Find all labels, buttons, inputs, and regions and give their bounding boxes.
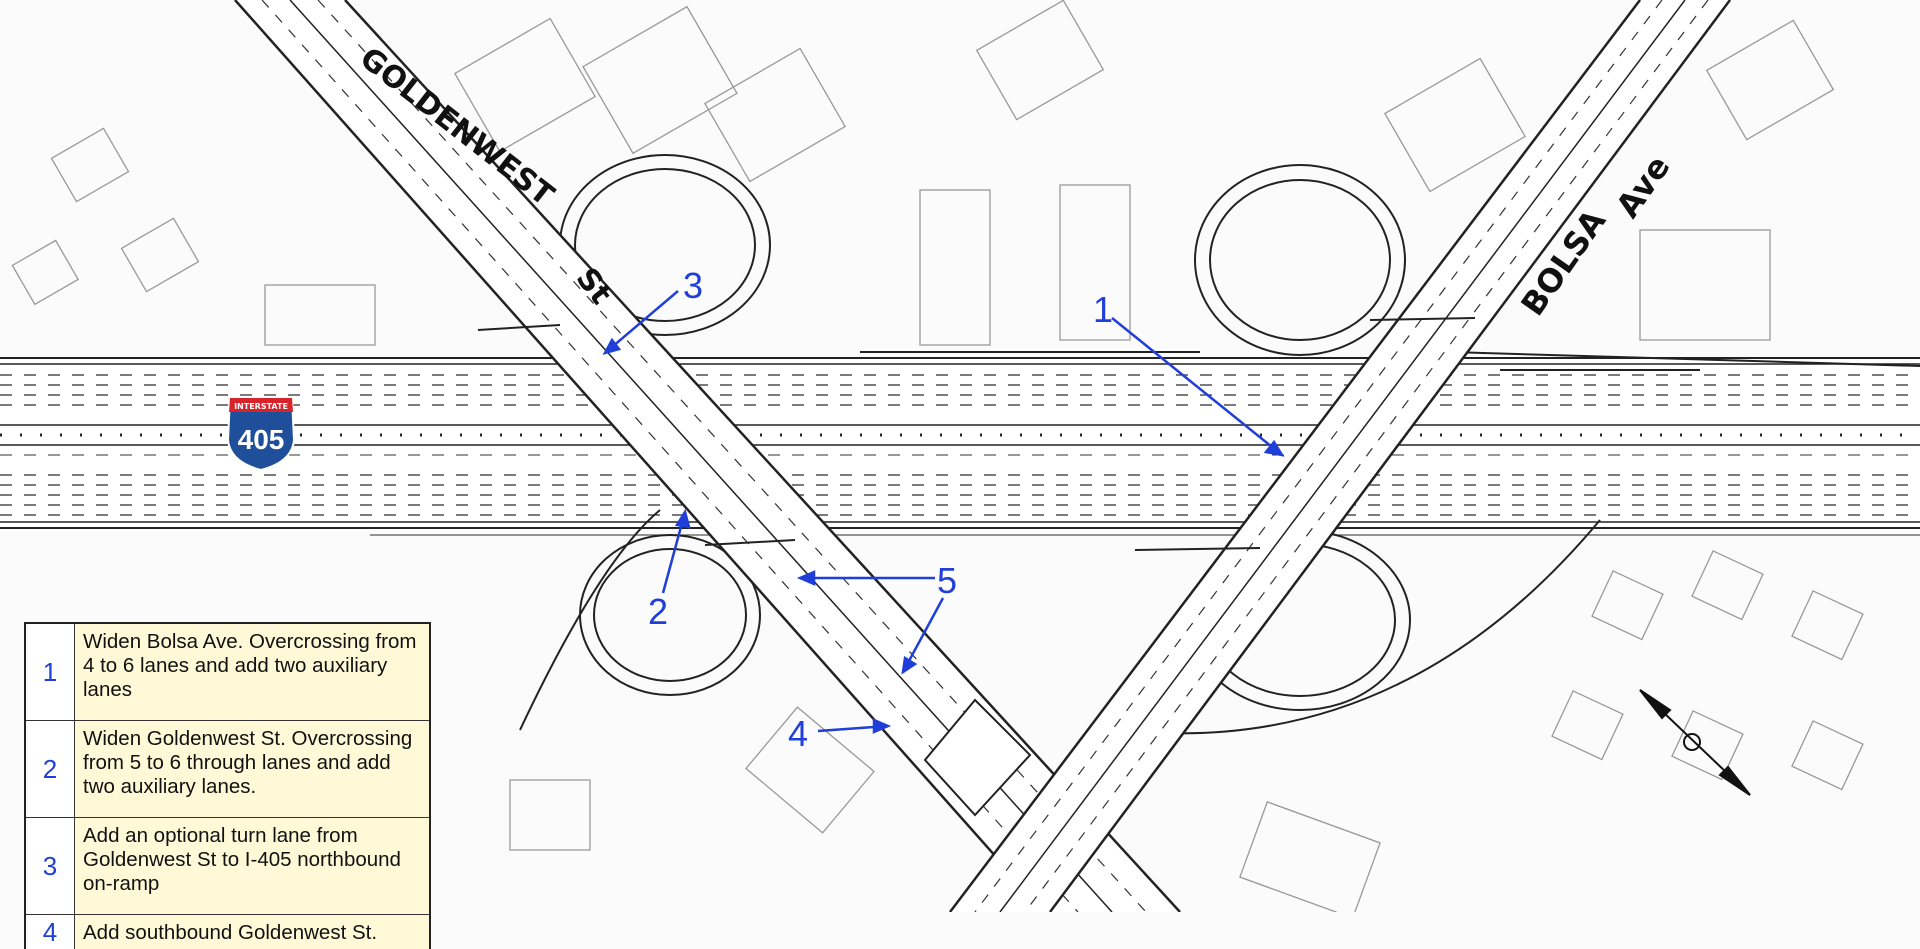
intersection xyxy=(923,698,1032,817)
legend-row: 2 Widen Goldenwest St. Overcrossing from… xyxy=(26,721,429,818)
loop-ramps xyxy=(519,154,1700,735)
legend-text: Add southbound Goldenwest St. xyxy=(83,921,378,944)
legend-number: 4 xyxy=(26,915,75,949)
interchange-map: GOLDENWEST St BOLSA Ave INTERSTATE 405 1… xyxy=(0,0,1920,912)
road-bolsa-ave xyxy=(949,0,1732,912)
legend-text: Widen Bolsa Ave. Overcrossing from 4 to … xyxy=(83,630,417,701)
north-arrow-icon xyxy=(1639,689,1751,796)
callout-2: 2 xyxy=(648,591,668,632)
background-buildings xyxy=(11,0,1864,912)
freeway-i405 xyxy=(0,351,1920,536)
legend-number: 2 xyxy=(26,721,75,817)
legend-number: 1 xyxy=(26,624,75,720)
callout-5: 5 xyxy=(937,560,957,601)
callout-4: 4 xyxy=(788,713,808,754)
street-label-bolsa-ave: Ave xyxy=(1608,149,1677,225)
interstate-405-shield: INTERSTATE 405 xyxy=(226,397,296,472)
legend-row: 4 Add southbound Goldenwest St. xyxy=(26,915,429,949)
legend-number: 3 xyxy=(26,818,75,914)
legend-table: 1 Widen Bolsa Ave. Overcrossing from 4 t… xyxy=(24,622,431,949)
legend-row: 3 Add an optional turn lane from Goldenw… xyxy=(26,818,429,915)
callout-1: 1 xyxy=(1093,289,1113,330)
shield-top-text: INTERSTATE xyxy=(234,402,288,411)
legend-text: Add an optional turn lane from Goldenwes… xyxy=(83,824,401,895)
shield-number: 405 xyxy=(238,424,285,455)
callout-arrows xyxy=(602,290,1285,734)
legend-row: 1 Widen Bolsa Ave. Overcrossing from 4 t… xyxy=(26,624,429,721)
road-goldenwest-st xyxy=(234,0,1181,912)
legend-text: Widen Goldenwest St. Overcrossing from 5… xyxy=(83,727,413,798)
callout-3: 3 xyxy=(683,265,703,306)
